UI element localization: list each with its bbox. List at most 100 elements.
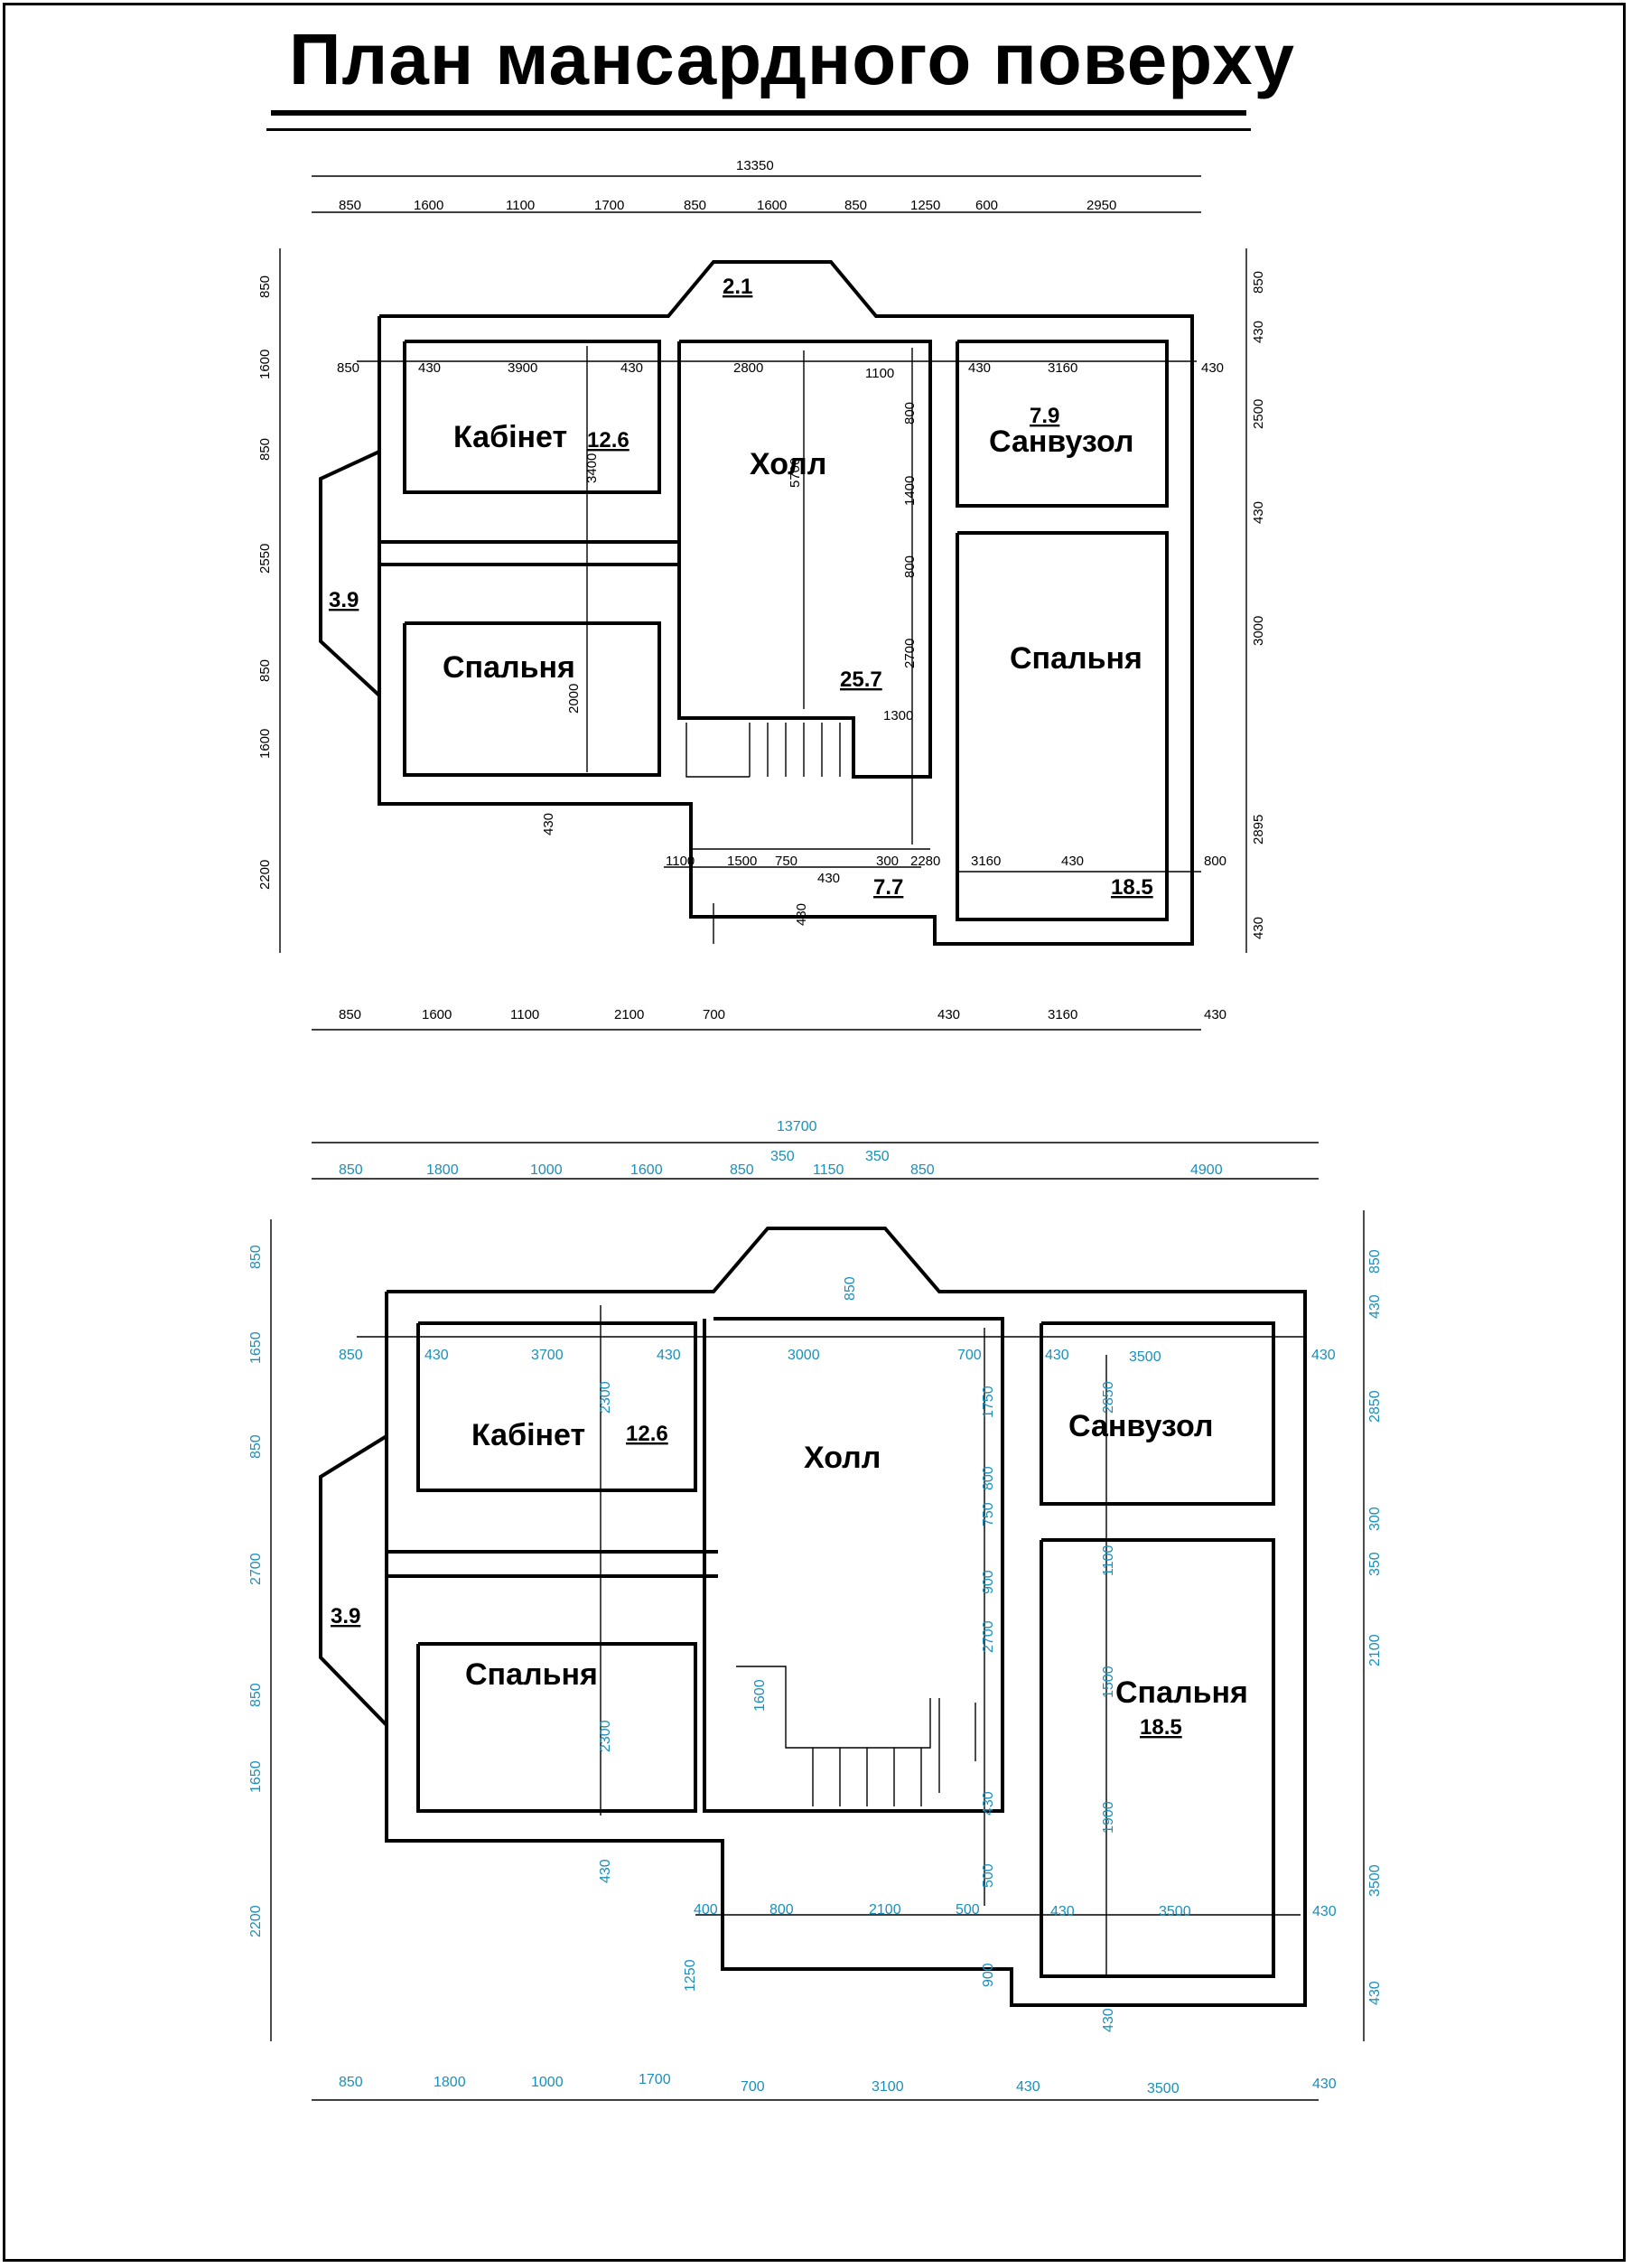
plan1-inner-dim: 3900 <box>508 360 537 376</box>
plan1-inner-dim: 430 <box>418 360 441 376</box>
plan2-left-dim: 850 <box>248 1683 264 1707</box>
title-underline <box>271 110 1246 116</box>
plan1-left-dim: 850 <box>257 659 273 682</box>
plan1-room-bedroom-right: Спальня <box>1010 641 1142 676</box>
plan2-right-dim: 850 <box>1367 1249 1383 1274</box>
plan1-area-bath: 7.9 <box>1030 404 1059 428</box>
plan1-top-dim: 600 <box>975 198 998 213</box>
plan2-left-dim: 850 <box>248 1245 264 1269</box>
plan1-inner-dim: 3400 <box>584 453 600 483</box>
plan2-inner-dim: 900 <box>981 1963 996 1987</box>
plan1-inner-dim: 430 <box>541 813 556 835</box>
plan2-inner-dim: 1900 <box>1101 1801 1116 1834</box>
plan2-inner-dim: 2850 <box>1101 1381 1116 1414</box>
plan2-inner-dim: 400 <box>694 1902 718 1918</box>
plan1-inner-dim: 800 <box>1204 854 1226 869</box>
plan2-inner-dim: 3700 <box>531 1348 564 1363</box>
plan2-left-dim: 2700 <box>248 1553 264 1585</box>
plan2-right-dim: 300 <box>1367 1507 1383 1531</box>
plan2-right-dim: 2850 <box>1367 1390 1383 1423</box>
plan1-inner-dim: 3160 <box>971 854 1001 869</box>
plan1-right-dim: 2895 <box>1251 815 1266 845</box>
plan1-inner-dim: 430 <box>1201 360 1224 376</box>
plan2-inner-dim: 430 <box>1311 1348 1336 1363</box>
plan2-inner-dim: 1100 <box>1101 1545 1116 1576</box>
plan2-bottom-dim: 430 <box>1016 2079 1040 2095</box>
plan1-left-dim: 850 <box>257 438 273 461</box>
plan1-top-dim: 850 <box>844 198 867 213</box>
plan-1: Кабінет 12.6 Холл 25.7 7.9 Санвузол Спал… <box>257 158 1266 1031</box>
plan1-right-dim: 2500 <box>1251 399 1266 429</box>
plan1-area-study: 12.6 <box>587 428 629 453</box>
plan1-top-dim: 850 <box>339 198 361 213</box>
plan2-dim-lines <box>270 1142 1365 2101</box>
plan1-top-dim: 2950 <box>1086 198 1116 213</box>
plan2-top-dim: 1150 <box>813 1162 844 1178</box>
plan2-bottom-dim: 3500 <box>1147 2081 1180 2096</box>
plan1-bottom-dim: 700 <box>703 1007 725 1022</box>
plan2-inner-dim: 1600 <box>752 1679 768 1712</box>
plan2-area-bedroom-right: 18.5 <box>1140 1715 1182 1740</box>
plan2-top-dim: 350 <box>865 1149 890 1164</box>
title-underline-thin <box>266 128 1251 131</box>
plan1-inner-dim: 1100 <box>865 366 894 381</box>
plan1-right-dim: 430 <box>1251 917 1266 939</box>
plan1-inner-dim: 1400 <box>902 476 918 506</box>
plan2-inner-dim: 430 <box>424 1348 449 1363</box>
plan2-bottom-dim: 3100 <box>872 2079 904 2095</box>
plan1-room-study: Кабінет <box>453 420 567 454</box>
plan2-inner-dim: 430 <box>598 1859 613 1883</box>
plan2-bottom-dim: 1700 <box>639 2072 671 2087</box>
plan1-labels: Кабінет 12.6 Холл 25.7 7.9 Санвузол Спал… <box>257 158 1266 1022</box>
plan1-bottom-dim: 430 <box>937 1007 960 1022</box>
plan1-total-width: 13350 <box>736 158 774 173</box>
plan1-inner-dim: 430 <box>1061 854 1084 869</box>
plan2-bottom-dim: 1000 <box>531 2075 564 2090</box>
plan1-room-bedroom-left: Спальня <box>443 650 575 685</box>
plan2-top-dim: 1000 <box>530 1162 563 1178</box>
plan1-inner-dim: 1100 <box>666 854 695 869</box>
plan1-walls <box>319 260 1194 946</box>
plan1-area-landing: 7.7 <box>873 875 903 900</box>
plan1-inner-dim: 3160 <box>1048 360 1077 376</box>
plan2-top-dim: 850 <box>910 1162 935 1178</box>
plan2-right-dim: 3500 <box>1367 1864 1383 1897</box>
plan1-area-bedroom-right: 18.5 <box>1111 875 1153 900</box>
page-title: План мансардного поверху <box>289 19 1296 99</box>
plan2-inner-dim: 430 <box>981 1791 996 1815</box>
plan1-inner-dim: 850 <box>337 360 359 376</box>
plan2-room-bath: Санвузол <box>1068 1409 1214 1443</box>
plan2-bottom-dim: 430 <box>1312 2077 1337 2092</box>
plan1-inner-dim: 5700 <box>788 458 803 488</box>
plan1-right-dim: 850 <box>1251 271 1266 294</box>
plan1-top-dim: 1600 <box>757 198 787 213</box>
plan2-inner-dim: 3500 <box>1129 1349 1161 1365</box>
plan2-inner-dim: 500 <box>956 1902 980 1918</box>
plan2-walls <box>319 1227 1307 2007</box>
plan1-left-dim: 1600 <box>257 729 273 759</box>
plan1-right-dim: 430 <box>1251 501 1266 524</box>
plan2-room-bedroom-right: Спальня <box>1115 1675 1248 1710</box>
plan2-inner-dim: 430 <box>1312 1904 1337 1919</box>
plan1-inner-dim: 750 <box>775 854 797 869</box>
plan1-right-dim: 430 <box>1251 321 1266 343</box>
plan2-area-study: 12.6 <box>626 1422 668 1446</box>
plan2-left-dim: 2200 <box>248 1905 264 1937</box>
plan1-inner-dim: 1300 <box>883 708 913 723</box>
plan1-top-dim: 1600 <box>414 198 443 213</box>
plan1-bottom-dim: 2100 <box>614 1007 644 1022</box>
plan2-inner-dim: 430 <box>1050 1904 1075 1919</box>
plan1-left-dim: 1600 <box>257 350 273 379</box>
plan1-inner-dim: 800 <box>902 402 918 425</box>
plan1-right-dim: 3000 <box>1251 616 1266 646</box>
plan1-inner-dim: 2800 <box>733 360 763 376</box>
plan2-inner-dim: 750 <box>981 1502 996 1526</box>
plan2-inner-dim: 3000 <box>788 1348 820 1363</box>
plan2-bottom-dim: 700 <box>741 2079 765 2095</box>
plan2-inner-dim: 2300 <box>598 1720 613 1752</box>
plan1-left-dim: 850 <box>257 275 273 298</box>
plan2-inner-dim: 800 <box>769 1902 794 1918</box>
plan1-inner-dim: 300 <box>876 854 899 869</box>
plan2-top-dim: 1600 <box>630 1162 663 1178</box>
plan2-right-dim: 430 <box>1367 1981 1383 2005</box>
